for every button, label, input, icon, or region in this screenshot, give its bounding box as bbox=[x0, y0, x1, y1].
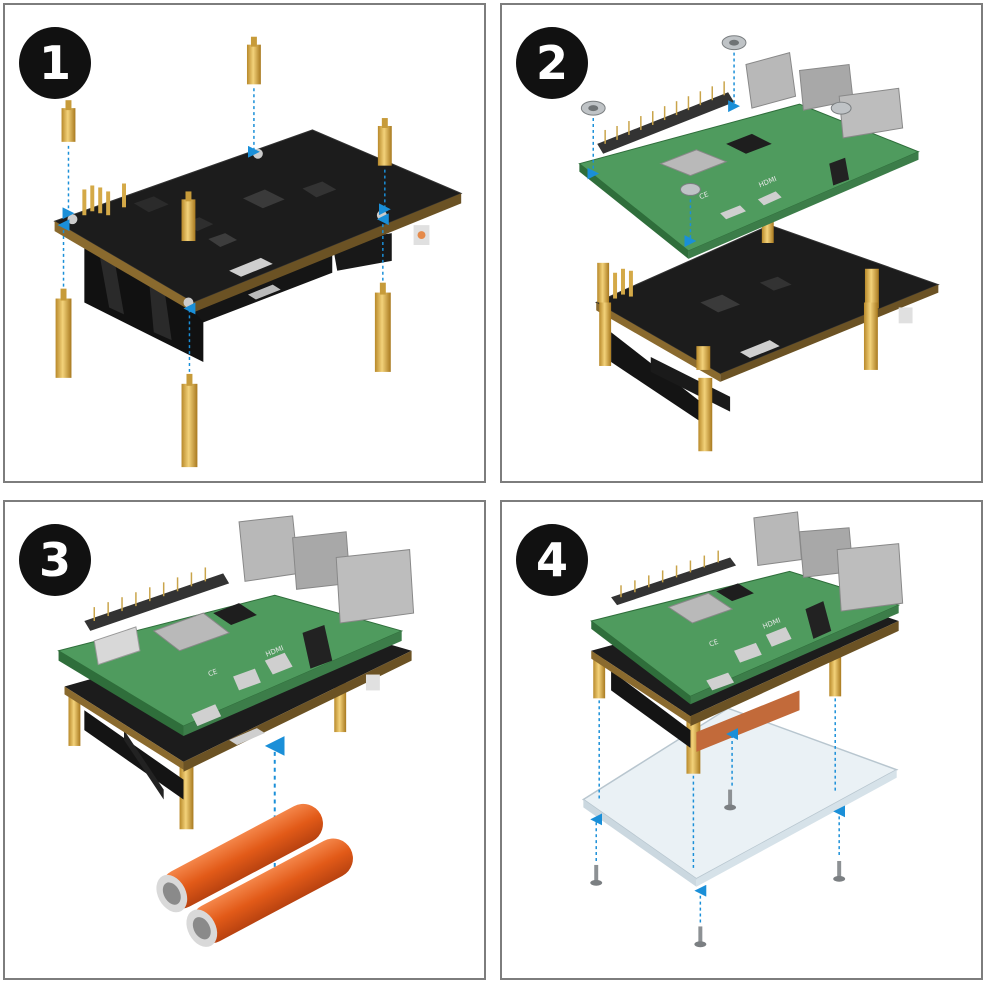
step-4-badge: 4 bbox=[516, 524, 588, 596]
step-3-badge: 3 bbox=[19, 524, 91, 596]
brass-standoffs bbox=[55, 36, 392, 468]
step-2-panel: 2 bbox=[500, 3, 983, 483]
guide-arrows bbox=[57, 88, 391, 372]
ce-marking: CE bbox=[698, 190, 710, 201]
screw-nuts bbox=[580, 35, 852, 196]
ce-marking: CE bbox=[207, 668, 219, 679]
brass-standoffs bbox=[593, 644, 842, 774]
acrylic-base-plate bbox=[581, 707, 899, 887]
raspberry-pi-board: HDMI CE bbox=[578, 51, 920, 259]
step-4-panel: 4 bbox=[500, 500, 983, 980]
guide-arrows bbox=[587, 52, 741, 247]
step-2-illustration: HDMI CE bbox=[578, 35, 940, 452]
brass-standoffs bbox=[597, 221, 879, 452]
batteries-18650 bbox=[156, 803, 353, 947]
step-1-badge: 1 bbox=[19, 27, 91, 99]
ups-board bbox=[595, 224, 940, 422]
step-3-illustration: HDMI CE bbox=[57, 515, 415, 947]
brass-standoffs bbox=[68, 678, 347, 830]
step-4-illustration: HDMI CE bbox=[581, 511, 904, 948]
ups-board bbox=[53, 129, 463, 313]
step-1-panel: 1 bbox=[3, 3, 486, 483]
mounting-screws bbox=[590, 789, 846, 948]
guide-arrows bbox=[590, 698, 846, 923]
step-3-panel: 3 bbox=[3, 500, 486, 980]
raspberry-pi-board: HDMI CE bbox=[590, 511, 904, 705]
step-2-badge: 2 bbox=[516, 27, 588, 99]
raspberry-pi-board: HDMI CE bbox=[57, 515, 415, 737]
ce-marking: CE bbox=[708, 638, 720, 649]
step-1-illustration bbox=[53, 36, 463, 468]
